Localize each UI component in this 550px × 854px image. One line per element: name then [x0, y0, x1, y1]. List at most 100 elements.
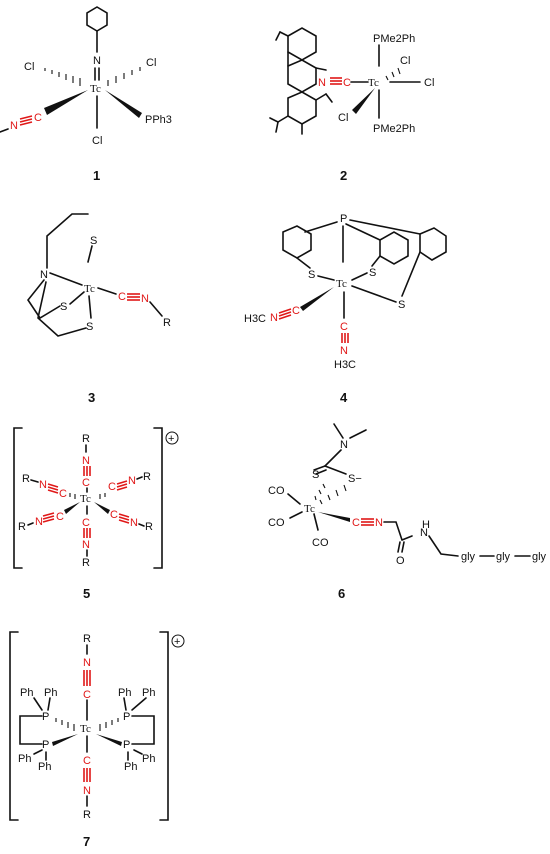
compound-number: 2 — [340, 168, 347, 183]
atom-ph: Ph — [142, 687, 155, 699]
atom-r: R — [82, 433, 90, 445]
atom-c: C — [340, 321, 348, 333]
atom-n: N — [130, 517, 138, 529]
atom-o: O — [396, 555, 405, 567]
atom-n: N — [83, 785, 91, 797]
atom-c: C — [343, 77, 351, 89]
atom-tc: Tc — [80, 493, 91, 505]
atom-s: S — [86, 321, 93, 333]
atom-ph: Ph — [44, 687, 57, 699]
atom-r: R — [18, 521, 26, 533]
atom-c: C — [352, 517, 360, 529]
atom-n: N — [35, 516, 43, 528]
compound-number: 5 — [83, 586, 90, 601]
atom-ph: Ph — [20, 687, 33, 699]
atom-n: N — [270, 312, 278, 324]
atom-n: N — [340, 345, 348, 357]
atom-n: N — [40, 269, 48, 281]
compound-number: 6 — [338, 586, 345, 601]
atom-tc: Tc — [80, 723, 91, 735]
atom-s: S — [398, 299, 405, 311]
atom-cl: Cl — [92, 135, 102, 147]
complex-4: P S S S Tc C N H3C C N H3C 4 — [244, 213, 447, 405]
charge-plus: + — [174, 636, 180, 648]
atom-r: R — [83, 633, 91, 645]
atom-ph: Ph — [118, 687, 131, 699]
atom-gly: gly — [461, 551, 476, 563]
atom-c: C — [56, 511, 64, 523]
atom-tc: Tc — [304, 503, 315, 515]
atom-co: CO — [312, 537, 329, 549]
atom-h3c: H3C — [244, 313, 266, 325]
atom-cl: Cl — [146, 57, 156, 69]
atom-n: N — [82, 539, 90, 551]
atom-p: P — [42, 711, 49, 723]
atom-n: N — [128, 475, 136, 487]
atom-gly: gly — [496, 551, 511, 563]
atom-c: C — [108, 481, 116, 493]
atom-n: N — [318, 77, 326, 89]
atom-c: C — [34, 112, 42, 124]
atom-c: C — [82, 477, 90, 489]
atom-s: S — [60, 301, 67, 313]
atom-s-minus: S− — [348, 473, 362, 485]
atom-n: N — [83, 657, 91, 669]
atom-ph: Ph — [38, 761, 51, 773]
atom-tc: Tc — [90, 83, 101, 95]
atom-pme2ph: PMe2Ph — [373, 33, 415, 45]
atom-r: R — [22, 473, 30, 485]
atom-tc: Tc — [84, 283, 95, 295]
atom-r: R — [143, 471, 151, 483]
atom-c: C — [59, 488, 67, 500]
atom-gly: gly — [532, 551, 547, 563]
atom-cl: Cl — [24, 61, 34, 73]
compound-number: 3 — [88, 390, 95, 405]
atom-c: C — [118, 291, 126, 303]
atom-tc: Tc — [368, 77, 379, 89]
atom-c: C — [110, 509, 118, 521]
atom-c: C — [83, 755, 91, 767]
compound-number: 4 — [340, 390, 348, 405]
atom-p: P — [123, 711, 130, 723]
atom-ph: Ph — [142, 753, 155, 765]
atom-pme2ph: PMe2Ph — [373, 123, 415, 135]
atom-co: CO — [268, 485, 285, 497]
atom-c: C — [82, 517, 90, 529]
charge-plus: + — [168, 433, 174, 445]
atom-s: S — [312, 469, 319, 481]
complex-1: N Tc Cl Cl Cl C N Ar PPh3 1 — [0, 6, 172, 183]
atom-p: P — [340, 213, 347, 225]
atom-s: S — [90, 235, 97, 247]
atom-p: P — [42, 739, 49, 751]
atom-n: N — [375, 517, 383, 529]
atom-cl: Cl — [338, 112, 348, 124]
complex-3: S N S S Tc C N R 3 — [27, 213, 171, 405]
complex-6: N S S− Tc CO CO CO C N O N — [268, 423, 547, 601]
atom-p: P — [123, 739, 130, 751]
complex-2: N C Tc PMe2Ph PMe2Ph Cl Cl Cl 2 — [269, 27, 434, 183]
atom-cl: Cl — [424, 77, 434, 89]
atom-co: CO — [268, 517, 285, 529]
atom-h: H — [422, 519, 430, 531]
atom-r: R — [163, 317, 171, 329]
atom-n: N — [420, 527, 428, 539]
compound-number: 1 — [93, 168, 100, 183]
atom-ph: Ph — [124, 761, 137, 773]
atom-h3c: H3C — [334, 359, 356, 371]
atom-c: C — [292, 305, 300, 317]
atom-r: R — [145, 521, 153, 533]
atom-cl: Cl — [400, 55, 410, 67]
atom-s: S — [369, 267, 376, 279]
atom-n: N — [10, 120, 18, 132]
atom-n: N — [93, 55, 101, 67]
atom-n: N — [141, 293, 149, 305]
complex-5: + Tc R N C C N R R N C C N R — [13, 427, 179, 601]
atom-n: N — [39, 479, 47, 491]
compound-number: 7 — [83, 834, 90, 849]
atom-n: N — [340, 439, 348, 451]
atom-n: N — [82, 455, 90, 467]
atom-ph: Ph — [18, 753, 31, 765]
atom-tc: Tc — [336, 278, 347, 290]
atom-pph3: PPh3 — [145, 114, 172, 126]
